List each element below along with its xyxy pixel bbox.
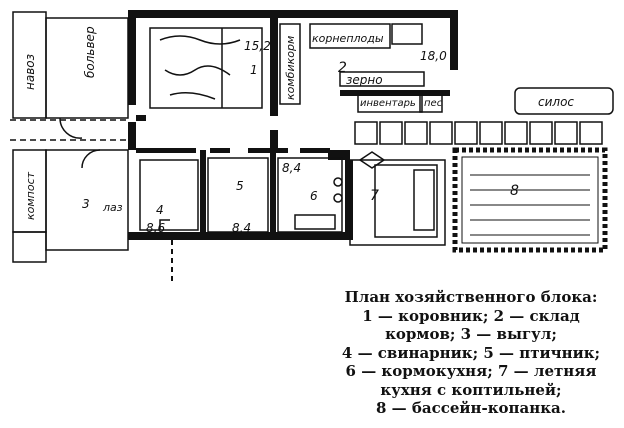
label-bolver: больвер (83, 26, 97, 78)
fence-row (354, 87, 614, 145)
room-7-kitchen (349, 151, 446, 246)
caption-line-3: кормов; 3 — выгул; (385, 325, 557, 343)
outer-walls (128, 10, 458, 240)
label-navoz: навоз (23, 54, 37, 90)
area-5: 8,4 (232, 221, 251, 235)
room-number-6: 6 (310, 189, 318, 203)
caption-line-4: 4 — свинарник; 5 — птичник; (341, 343, 601, 362)
caption-line-1: План хозяйственного блока: (344, 288, 598, 306)
room-number-4: 4 (156, 203, 164, 217)
room-number-1: 1 (250, 63, 258, 77)
rooms-4-5-6 (139, 157, 343, 233)
room-number-8: 8 (510, 183, 519, 199)
room-2-storage (279, 23, 443, 113)
label-inventar: инвентарь (360, 98, 416, 109)
caption-line-2: 1 — коровник; 2 — склад (362, 306, 580, 325)
room-number-3: 3 (82, 197, 90, 211)
label-laz: лаз (102, 201, 123, 214)
area-4: 8,6 (146, 221, 165, 235)
room-number-2: 2 (338, 60, 347, 76)
plan-caption: План хозяйственного блока: 1 — коровник;… (318, 288, 624, 418)
label-pes: пес (424, 98, 443, 109)
label-kombikorm: комбикорм (284, 36, 297, 100)
room-number-7: 7 (370, 188, 379, 204)
label-korneplody: корнеплоды (312, 32, 384, 45)
pool-8 (452, 147, 608, 253)
label-zerno: зерно (346, 73, 383, 87)
area-2: 18,0 (420, 49, 447, 63)
label-silos: силос (538, 95, 574, 109)
area-1: 15,2 (244, 39, 271, 53)
room-1-coowshed (149, 27, 263, 109)
label-kompost: компост (24, 171, 37, 220)
area-6: 8,4 (282, 161, 301, 175)
caption-line-6: кухня с коптильней; (380, 380, 562, 399)
room-number-5: 5 (236, 179, 244, 193)
caption-line-7: 8 — бассейн-копанка. (375, 399, 567, 417)
caption-line-5: 6 — кормокухня; 7 — летняя (345, 362, 597, 380)
left-annex (10, 11, 129, 263)
